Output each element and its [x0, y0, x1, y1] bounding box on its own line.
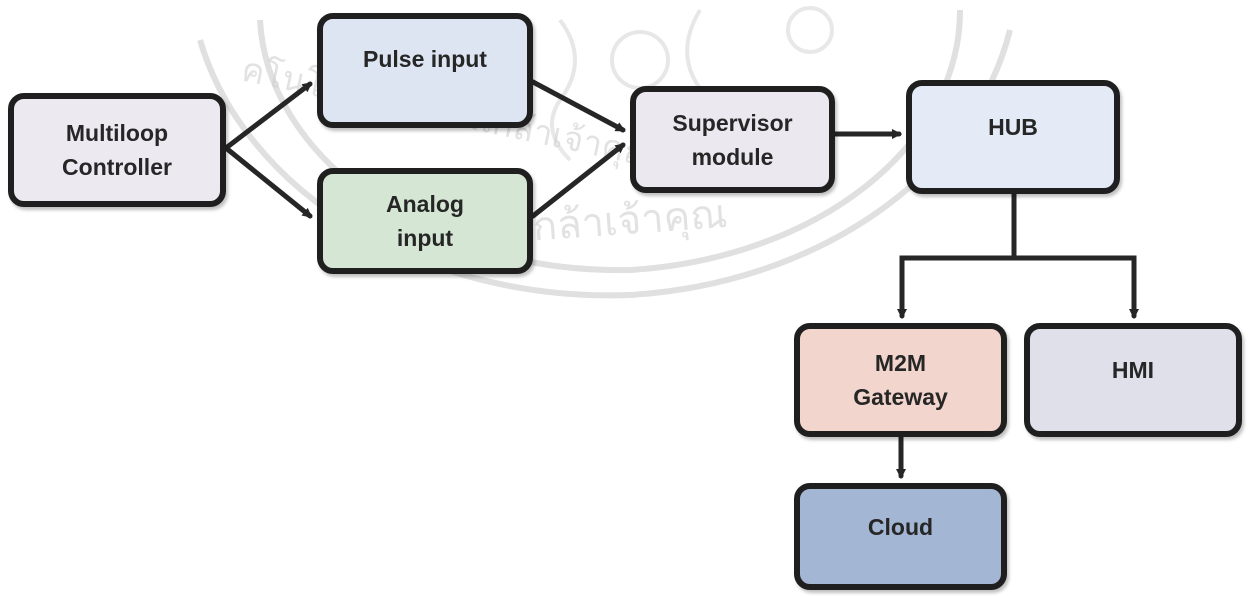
node-label: HUB	[988, 114, 1038, 140]
edge-hub-to-hmi	[1011, 255, 1139, 319]
node-label: Analog input	[386, 191, 464, 251]
node-label: Cloud	[867, 513, 934, 540]
node-hub: HUB	[906, 80, 1120, 194]
edge-pulse-to-supervisor	[530, 79, 626, 133]
node-hmi: HMI	[1024, 323, 1242, 437]
edge-multiloop-to-analog	[223, 145, 313, 219]
edge-multiloop-to-pulse	[223, 81, 313, 151]
node-label: HMI	[1111, 357, 1155, 383]
edge-hub-to-m2m	[897, 255, 1017, 319]
node-label: Pulse input	[363, 45, 487, 72]
node-label: Supervisor module	[672, 109, 793, 170]
node-label: Multiloop Controller	[62, 120, 172, 180]
node-multiloop-controller: Multiloop Controller	[8, 93, 226, 207]
edge-analog-to-supervisor	[530, 142, 626, 219]
node-analog-input: Analog input	[317, 168, 533, 274]
node-label: M2M Gateway	[853, 350, 948, 410]
node-m2m-gateway: M2M Gateway	[794, 323, 1007, 437]
node-cloud: Cloud	[794, 483, 1007, 590]
node-supervisor-module: Supervisor module	[630, 86, 835, 193]
node-pulse-input: Pulse input	[317, 13, 533, 128]
